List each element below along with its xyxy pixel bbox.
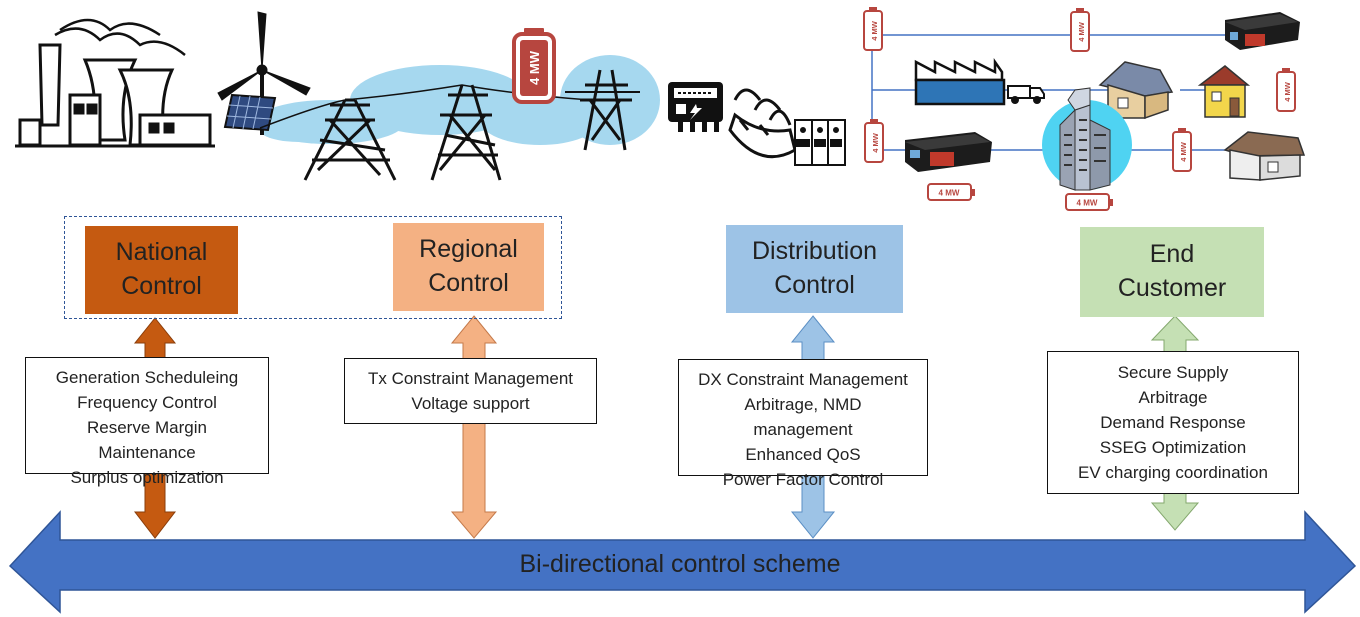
- function-item: Secure Supply: [1117, 363, 1229, 382]
- regional-functions-box: Tx Constraint Management Voltage support: [344, 358, 597, 424]
- battery-label: 4 MW: [527, 50, 542, 85]
- function-item: Maintenance: [98, 443, 196, 462]
- function-item: EV charging coordination: [1078, 463, 1268, 482]
- house-icon: [1197, 65, 1251, 118]
- function-item: Surplus optimization: [70, 468, 224, 487]
- battery-label: 4 MW: [1283, 81, 1292, 102]
- function-item: DX Constraint Management: [698, 370, 908, 389]
- end-customer-box: End Customer: [1080, 227, 1264, 317]
- function-item: Frequency Control: [77, 393, 217, 412]
- battery-icon: 4 MW: [863, 7, 883, 51]
- function-item: Reserve Margin: [87, 418, 207, 437]
- customer-functions-box: Secure Supply Arbitrage Demand Response …: [1047, 351, 1299, 494]
- battery-icon: 4 MW: [864, 119, 884, 163]
- truck-icon: [1007, 85, 1045, 104]
- office-building-icon: [1042, 87, 1132, 191]
- battery-label: 4 MW: [1077, 199, 1098, 208]
- function-item: Demand Response: [1100, 413, 1246, 432]
- substation-icon: [565, 69, 640, 151]
- battery-icon: 4 MW: [1070, 8, 1090, 52]
- power-system-illustration: [15, 11, 1306, 191]
- function-item: Power Factor Control: [722, 470, 884, 489]
- switchgear-icon: [794, 119, 846, 166]
- main-arrow-label: Bi-directional control scheme: [519, 550, 841, 578]
- battery-icon: 4 MW: [1065, 193, 1113, 211]
- battery-label: 4 MW: [1077, 21, 1086, 42]
- function-item: Enhanced QoS: [745, 445, 861, 464]
- distribution-functions-box: DX Constraint Management Arbitrage, NMD …: [678, 359, 928, 489]
- house-icon: [1223, 131, 1306, 181]
- function-item: management: [753, 420, 853, 439]
- transmission-group-box: [64, 216, 562, 319]
- function-item: SSEG Optimization: [1099, 438, 1247, 457]
- solar-panel-icon: [223, 93, 277, 132]
- battery-icon: 4 MW: [927, 183, 975, 201]
- battery-label: 4 MW: [870, 20, 879, 41]
- function-item: Tx Constraint Management: [367, 369, 574, 388]
- function-item: Arbitrage, NMD: [744, 395, 862, 414]
- battery-label: 4 MW: [1179, 141, 1188, 162]
- national-functions-box: Generation Scheduleing Frequency Control…: [25, 357, 269, 487]
- battery-icon: 4 MW: [1276, 68, 1296, 112]
- battery-icon: 4 MW: [1172, 128, 1192, 172]
- function-item: Arbitrage: [1138, 388, 1208, 407]
- factory-icon: [914, 58, 1006, 106]
- house-icon: [1098, 61, 1174, 120]
- battery-label: 4 MW: [939, 189, 960, 198]
- battery-icon: 4 MW: [512, 28, 556, 104]
- distribution-control-box: Distribution Control: [726, 225, 903, 313]
- power-station-icon: [15, 18, 215, 148]
- meter-icon: [668, 82, 723, 132]
- battery-label: 4 MW: [871, 132, 880, 153]
- function-item: Generation Scheduleing: [55, 368, 239, 387]
- warehouse-icon: [905, 132, 992, 172]
- function-item: Voltage support: [411, 394, 530, 413]
- warehouse-icon: [1225, 12, 1300, 50]
- regional-control-box: Regional Control: [393, 223, 544, 311]
- national-control-box: National Control: [85, 226, 238, 314]
